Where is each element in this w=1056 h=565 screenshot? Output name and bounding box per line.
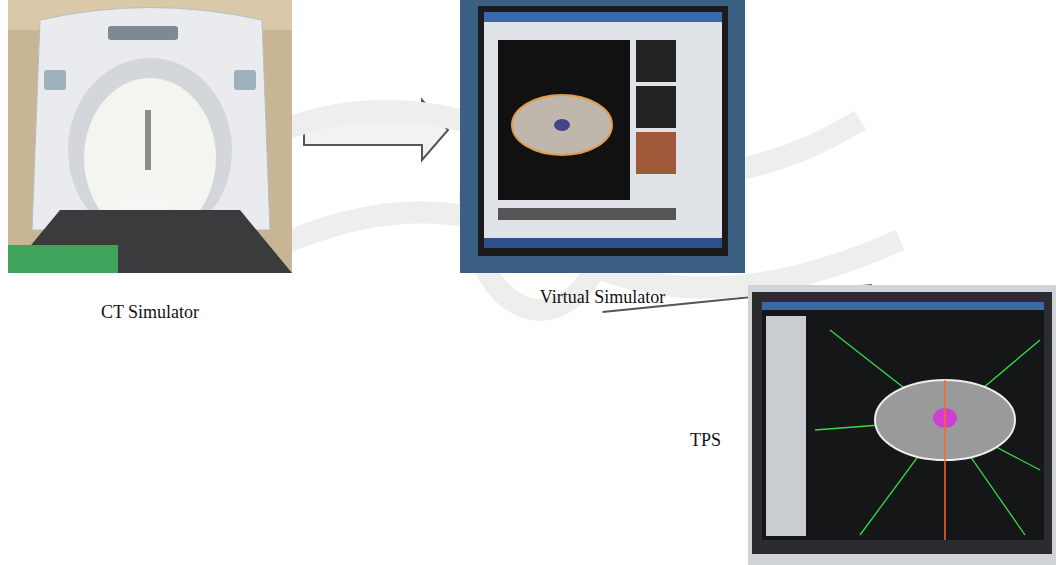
tps-monitor-photo (748, 285, 1056, 565)
caption: TPS (690, 430, 721, 452)
virtual-simulator-monitor-photo (460, 0, 745, 273)
caption: Virtual Simulator (540, 287, 665, 309)
photo-node: TPS (688, 285, 1056, 565)
caption: CT Simulator (101, 302, 199, 324)
ct-scanner-photo (8, 0, 292, 273)
photo-node: CT Simulator (8, 0, 292, 328)
photo-node: Virtual Simulator (460, 0, 745, 312)
